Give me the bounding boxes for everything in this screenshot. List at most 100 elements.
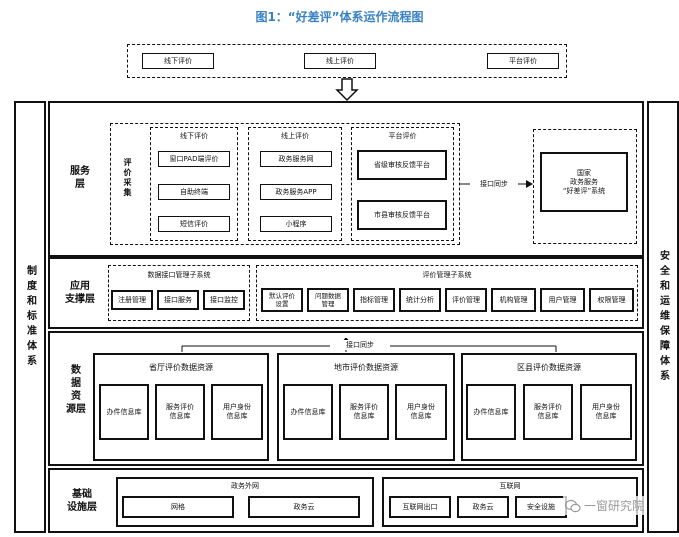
data-group-county-title: 区县评价数据资源 (517, 363, 581, 372)
channel-platform: 平台评价 (487, 53, 559, 69)
em-default-setting-2: 设置 (275, 300, 289, 308)
province-db-case: 办件信息库 (99, 384, 149, 440)
watermark-text: 一窗研究院 (584, 499, 645, 513)
collection-area (110, 123, 460, 245)
em-user: 用户管理 (540, 288, 585, 312)
offline-item-sms: 短信评价 (158, 216, 230, 232)
watermark: 一窗研究院 (563, 496, 647, 515)
data-group-city (277, 353, 455, 461)
em-statistics: 统计分析 (399, 288, 441, 312)
service-layer-label-2: 层 (75, 179, 85, 190)
app-layer-label: 应用 支撑层 (60, 280, 100, 306)
data-interface-subsystem (108, 265, 250, 321)
infra-layer-label-1: 基础 (72, 489, 92, 500)
em-evaluation: 评价管理 (445, 288, 487, 312)
service-sync-label: 接口同步 (470, 179, 518, 189)
em-indicator: 指标管理 (353, 288, 395, 312)
offline-item-kiosk: 自助终端 (158, 184, 230, 200)
online-group-title: 线上评价 (281, 131, 309, 140)
platform-item-province: 省级审核反馈平台 (357, 150, 447, 180)
em-problem-data: 问题数据 管理 (307, 288, 349, 312)
data-layer (48, 331, 644, 466)
city-db-case: 办件信息库 (283, 384, 333, 440)
city-db-user-2: 信息库 (410, 412, 432, 420)
internet-cloud: 政务云 (457, 496, 509, 518)
em-permission: 权限管理 (589, 288, 634, 312)
data-layer-label-3: 资 (71, 391, 81, 402)
offline-group (150, 127, 238, 241)
infra-layer-label-2: 设施层 (67, 502, 97, 513)
online-item-app: 政务服务APP (260, 184, 332, 200)
left-pillar-label: 制度和标准体系 (24, 264, 36, 370)
internet-title: 互联网 (499, 481, 521, 490)
di-register: 注册管理 (111, 290, 153, 310)
service-layer (48, 101, 644, 257)
province-db-user-1: 用户身份 (223, 403, 251, 411)
em-problem-data-2: 管理 (321, 300, 335, 308)
county-db-user-2: 信息库 (595, 412, 617, 420)
platform-item-city: 市县审核反馈平台 (357, 200, 447, 230)
channel-strip (127, 44, 567, 78)
county-db-eval-2: 信息库 (537, 412, 559, 420)
online-item-miniprogram: 小程序 (260, 216, 332, 232)
online-group (248, 127, 342, 241)
app-layer-label-1: 应用 (70, 281, 90, 292)
gov-extranet (116, 477, 374, 527)
county-db-eval-1: 服务评价 (534, 403, 562, 411)
county-db-user: 用户身份 信息库 (580, 384, 632, 440)
gov-grid: 网格 (122, 496, 234, 518)
province-db-user-2: 信息库 (226, 412, 248, 420)
city-db-user: 用户身份 信息库 (395, 384, 447, 440)
data-layer-label-4: 源层 (66, 404, 86, 415)
em-problem-data-1: 问题数据 (315, 292, 341, 300)
data-layer-label-1: 数 (71, 365, 81, 376)
em-default-setting-1: 默认评价 (269, 292, 295, 300)
city-db-eval-2: 信息库 (353, 412, 375, 420)
di-monitor: 接口监控 (203, 290, 245, 310)
data-group-province-title: 省厅评价数据资源 (149, 363, 213, 372)
national-outer (533, 129, 637, 244)
wechat-icon (565, 499, 581, 512)
county-db-eval: 服务评价 信息库 (523, 384, 573, 440)
internet-security: 安全设施 (515, 496, 567, 518)
down-arrow-icon (335, 78, 359, 102)
data-sync-label: 接口同步 (330, 340, 390, 350)
app-layer-label-2: 支撑层 (65, 294, 95, 305)
national-line-1: 国家 (577, 168, 591, 177)
province-db-eval-2: 信息库 (169, 412, 191, 420)
gov-cloud: 政务云 (248, 496, 360, 518)
platform-group (351, 127, 454, 241)
internet-exit: 互联网出口 (389, 496, 451, 518)
em-organization: 机构管理 (491, 288, 536, 312)
app-layer (48, 257, 644, 329)
data-layer-label: 数 据 资 源层 (64, 364, 88, 416)
left-pillar (14, 101, 46, 533)
national-line-3: “好差评”系统 (562, 186, 606, 195)
right-pillar-label: 安全和运维保障体系 (657, 249, 669, 385)
online-item-web: 政务服务网 (260, 151, 332, 167)
province-db-user: 用户身份 信息库 (211, 384, 263, 440)
county-db-user-1: 用户身份 (592, 403, 620, 411)
data-layer-label-2: 据 (71, 378, 81, 389)
province-db-eval: 服务评价 信息库 (155, 384, 205, 440)
city-db-user-1: 用户身份 (407, 403, 435, 411)
platform-group-title: 平台评价 (388, 131, 417, 140)
page-title: 图1：“好差评”体系运作流程图 (255, 9, 424, 24)
channel-online: 线上评价 (304, 53, 376, 69)
offline-item-pad: 窗口PAD端评价 (158, 151, 230, 167)
service-layer-label: 服务 层 (68, 165, 92, 191)
county-db-case: 办件信息库 (466, 384, 516, 440)
data-interface-title: 数据接口管理子系统 (147, 270, 211, 279)
data-group-province (93, 353, 269, 461)
data-group-county (461, 353, 637, 461)
national-line-2: 政务服务 (570, 177, 598, 186)
offline-group-title: 线下评价 (180, 131, 208, 140)
province-db-eval-1: 服务评价 (166, 403, 194, 411)
collection-label: 评价采集 (123, 158, 132, 198)
data-group-city-title: 地市评价数据资源 (334, 363, 398, 372)
eval-mgmt-subsystem (256, 265, 638, 321)
right-pillar (647, 101, 679, 533)
em-default-setting: 默认评价 设置 (261, 288, 303, 312)
city-db-eval-1: 服务评价 (350, 403, 378, 411)
di-service: 接口服务 (157, 290, 199, 310)
